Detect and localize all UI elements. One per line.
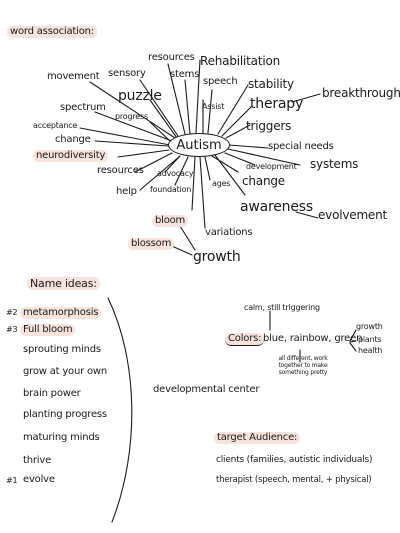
word-growth: growth — [193, 249, 241, 265]
spoke-systems — [227, 148, 301, 166]
colors-note-bottom: all different, work together to make som… — [278, 355, 328, 376]
word-special-needs: special needs — [268, 141, 334, 152]
spoke-progress — [149, 121, 173, 144]
colors-label: Colors: — [225, 333, 265, 346]
list-item-text: Full bloom — [20, 324, 76, 336]
word-assist: Assist — [202, 102, 225, 111]
connector-plants — [349, 340, 357, 343]
word-speech: speech — [203, 76, 238, 87]
spoke-spectrum — [94, 111, 173, 142]
green-note-plants: plants — [358, 335, 382, 344]
colors-note-top: calm, still triggering — [244, 303, 320, 312]
spoke-acceptance — [79, 127, 171, 146]
word-change-right: change — [242, 174, 285, 188]
word-spectrum: spectrum — [60, 102, 106, 113]
word-development: development — [246, 162, 297, 171]
audience-item-clients: clients (families, autistic individuals) — [216, 455, 373, 465]
word-resources: resources — [148, 52, 195, 63]
word-puzzle: puzzle — [118, 88, 162, 104]
list-item-mark: #2 — [6, 308, 18, 317]
word-blossom: blossom — [128, 238, 175, 250]
spoke-change — [94, 140, 169, 147]
spoke-therapy — [221, 105, 253, 137]
word-systems: systems — [310, 157, 359, 171]
developmental-center-note: developmental center — [153, 384, 260, 395]
word-stems: stems — [170, 69, 200, 80]
word-association-title: word association: — [7, 26, 97, 38]
word-resources-left: resources — [97, 165, 144, 176]
spoke-speech — [207, 89, 213, 134]
spoke-rehabilitation — [195, 59, 201, 134]
word-bloom: bloom — [152, 215, 189, 227]
word-evolvement: evolvement — [318, 208, 388, 222]
list-item-text: metamorphosis — [20, 307, 102, 319]
word-triggers: triggers — [246, 119, 292, 133]
word-help: help — [116, 186, 137, 197]
list-item-mark: #3 — [6, 325, 18, 334]
green-note-health: health — [358, 346, 383, 355]
spoke-bloom — [191, 156, 196, 211]
name-ideas-bracket — [107, 297, 133, 523]
connector-bloom-growth — [179, 225, 196, 251]
spoke-neurodiversity — [117, 149, 170, 158]
center-node-autism: Autism — [168, 133, 230, 157]
target-audience-heading: target Audience: — [214, 432, 301, 444]
word-progress: progress — [115, 112, 148, 121]
spoke-resources-left — [134, 152, 173, 173]
spoke-stems — [184, 79, 191, 135]
spoke-resources — [167, 63, 186, 135]
spoke-special-needs — [228, 144, 269, 149]
connector-evolvement — [295, 211, 319, 219]
colors-values: blue, rainbow, green — [263, 333, 363, 344]
word-breakthrough: breakthrough — [322, 86, 400, 100]
name-ideas-heading: Name ideas: — [27, 277, 100, 290]
spoke-sensory — [139, 79, 179, 137]
list-item-text: maturing minds — [23, 432, 100, 443]
list-item-text: evolve — [23, 474, 55, 485]
connector-growth — [349, 329, 357, 342]
spoke-change-right — [211, 155, 239, 173]
spoke-puzzle — [149, 99, 178, 139]
word-neurodiversity: neurodiversity — [33, 150, 109, 162]
spoke-triggers — [225, 124, 251, 139]
spoke-foundation — [174, 156, 189, 186]
spoke-stability — [217, 84, 249, 135]
audience-item-therapist: therapist (speech, mental, + physical) — [216, 475, 372, 485]
list-item-mark: #1 — [6, 476, 18, 485]
word-foundation: foundation — [150, 185, 192, 194]
word-movement: movement — [47, 71, 100, 82]
list-item-text: planting progress — [23, 409, 107, 420]
word-stability: stability — [248, 77, 294, 91]
list-item-text: thrive — [23, 455, 52, 466]
list-item-text: grow at your own — [23, 366, 108, 377]
word-rehabilitation: Rehabilitation — [200, 54, 281, 68]
green-note-growth: growth — [356, 322, 383, 331]
connector-health — [349, 342, 357, 352]
spoke-ages — [204, 156, 211, 181]
spoke-awareness — [214, 154, 246, 196]
spoke-variations — [199, 156, 206, 229]
list-item-text: brain power — [23, 388, 81, 399]
word-awareness: awareness — [240, 199, 313, 215]
word-therapy: therapy — [250, 96, 304, 112]
connector-breakthrough — [291, 93, 321, 103]
list-item-text: sprouting minds — [23, 344, 101, 355]
word-acceptance: acceptance — [33, 121, 78, 130]
word-variations: variations — [205, 227, 253, 238]
spoke-movement — [89, 81, 176, 139]
word-ages: ages — [212, 179, 231, 188]
word-change-left: change — [55, 134, 91, 145]
spoke-development — [224, 152, 256, 166]
word-advocacy: advocacy — [157, 169, 194, 178]
spoke-help — [139, 155, 181, 191]
word-sensory: sensory — [108, 68, 146, 79]
